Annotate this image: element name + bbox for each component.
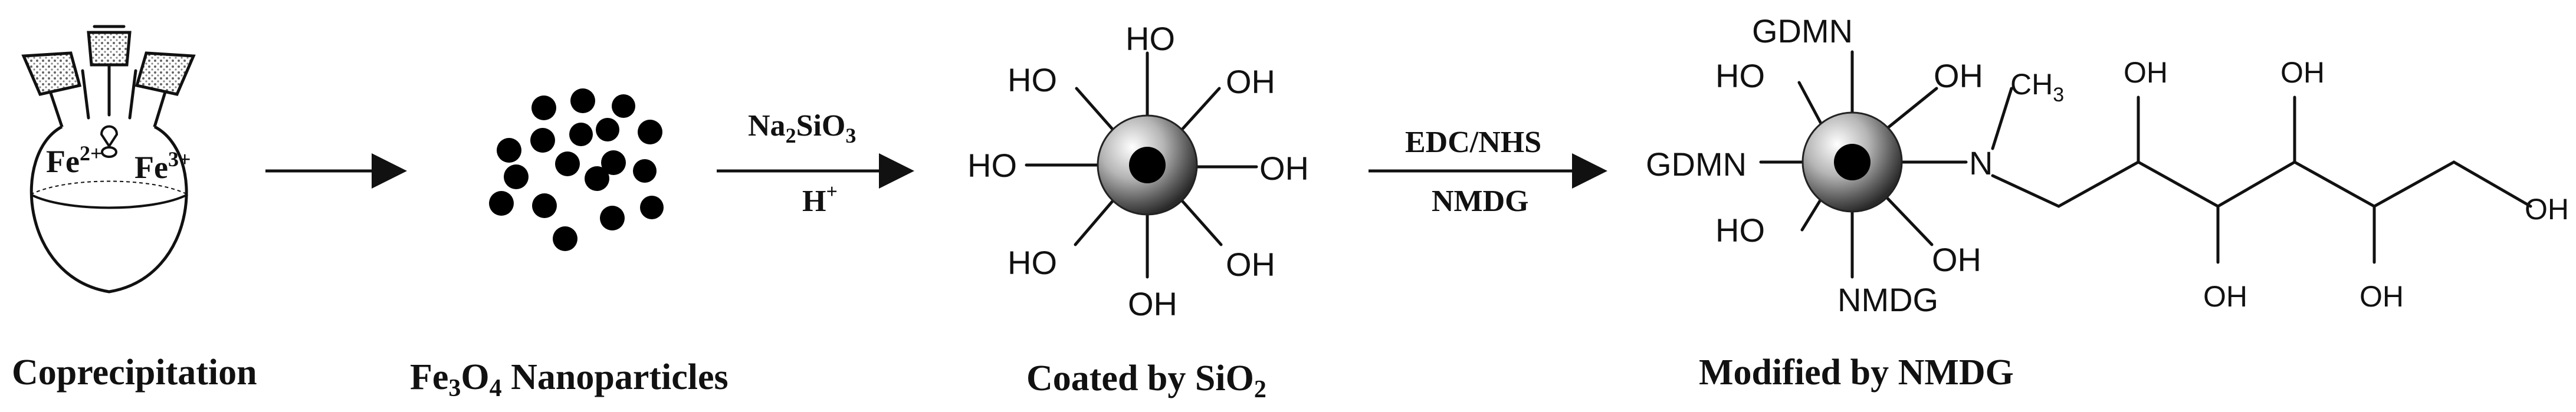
ion-fe2-symbol: Fe [46, 144, 80, 179]
ion-fe2: Fe2+ [46, 141, 102, 179]
group-top-left: HO [1715, 57, 1765, 94]
chain-oh-3: OH [2280, 56, 2325, 89]
stopper-left [21, 51, 82, 96]
chain-oh-4: OH [2360, 280, 2404, 313]
chain-oh-5: OH [2525, 193, 2569, 226]
caption-coated-sio2: Coated by SiO2 [1026, 358, 1266, 403]
silica-coated-particle: HO HO OH HO OH HO OH OH [967, 20, 1309, 322]
reagent-h-plus: H+ [802, 181, 838, 218]
group-bottom: OH [1128, 285, 1177, 322]
caption-nanoparticles: Fe3O4 Nanoparticles [410, 357, 729, 402]
ion-fe2-charge: 2+ [80, 141, 103, 165]
stopper-right [134, 51, 196, 96]
three-neck-flask: Fe2+ Fe3+ [21, 25, 196, 294]
group-left: HO [967, 147, 1017, 184]
methyl-group: CH3 [2010, 68, 2064, 106]
chain-oh-1: OH [2124, 56, 2168, 89]
reagent-na2sio3: Na2SiO3 [748, 109, 856, 147]
amine-nitrogen: N [1969, 144, 1993, 182]
group-top-right: OH [1226, 63, 1275, 100]
nmdg-modified-particle: GDMN HO OH GDMN HO OH NMDG N CH3 OH OH O… [1646, 12, 2569, 318]
ion-fe3-symbol: Fe [134, 150, 168, 185]
magnetite-core [1129, 147, 1166, 183]
group-bottom-right: OH [1932, 241, 1981, 278]
group-right: OH [1259, 150, 1309, 187]
group-top: HO [1125, 20, 1175, 57]
group-bottom-left: HO [1008, 244, 1057, 281]
stir-bar-icon [100, 125, 119, 158]
ion-fe3: Fe3+ [134, 147, 191, 185]
group-top-right: OH [1934, 57, 1983, 94]
reagent-edc-nhs: EDC/NHS [1405, 126, 1541, 159]
group-bottom: NMDG [1837, 281, 1938, 318]
group-bottom-left: HO [1715, 212, 1765, 249]
ion-fe3-charge: 3+ [168, 147, 191, 171]
magnetite-core [1834, 144, 1871, 180]
caption-coprecipitation: Coprecipitation [12, 352, 257, 393]
nanoparticle-cluster [489, 88, 664, 251]
chain-oh-2: OH [2203, 280, 2247, 313]
group-bottom-right: OH [1226, 246, 1275, 283]
reagent-nmdg: NMDG [1432, 184, 1529, 218]
group-top-left: HO [1008, 61, 1057, 98]
group-left: GDMN [1646, 146, 1747, 183]
caption-modified-nmdg: Modified by NMDG [1699, 352, 2014, 393]
group-top: GDMN [1752, 12, 1853, 50]
stopper-center [87, 25, 132, 67]
